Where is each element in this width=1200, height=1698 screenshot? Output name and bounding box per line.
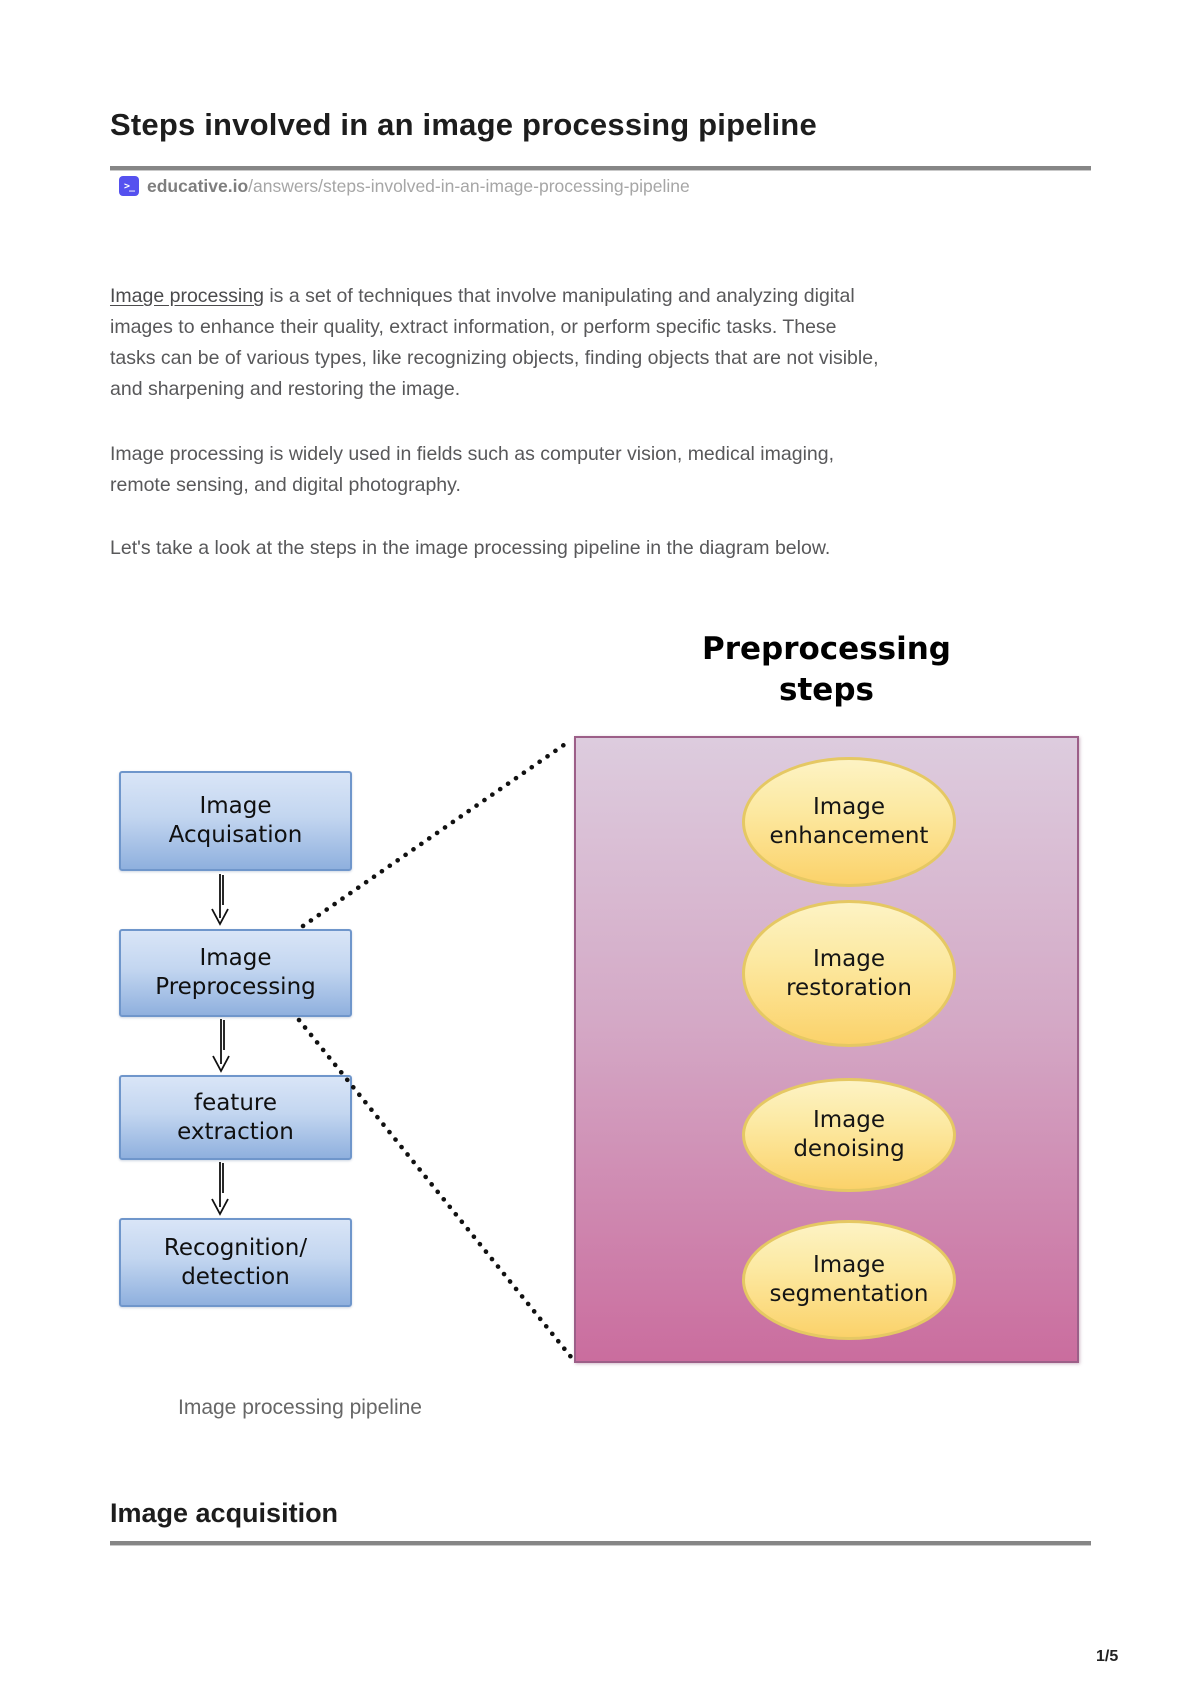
preprocessing-steps-title-line: steps	[779, 672, 874, 708]
paragraph-line: Image processing is a set of techniques …	[110, 281, 879, 312]
paragraph-line: remote sensing, and digital photography.	[110, 474, 461, 496]
step-label-line: Image	[812, 794, 886, 820]
step-ellipse-image-enhancement: Image enhancement	[742, 757, 956, 887]
step-ellipse-image-restoration: Image restoration	[742, 900, 956, 1047]
flow-box-label-line: Recognition/	[163, 1234, 308, 1261]
source-url[interactable]: educative.io/answers/steps-involved-in-a…	[147, 176, 690, 197]
step-ellipse-image-denoising: Image denoising	[742, 1078, 956, 1192]
flow-box-label-line: Acquisation	[168, 822, 303, 848]
step-label-line: enhancement	[769, 823, 929, 849]
preprocessing-steps-title-line: Preprocessing	[702, 631, 951, 667]
flow-box-image-acquisition: Image Acquisation	[119, 771, 352, 871]
page-number: 1/5	[1096, 1648, 1119, 1665]
flow-arrow	[211, 1162, 229, 1216]
flow-arrow	[212, 1019, 230, 1073]
paragraph-text: is a set of techniques that involve mani…	[263, 285, 855, 307]
step-label-line: Image	[812, 1107, 886, 1133]
flow-box-label-line: extraction	[177, 1118, 294, 1145]
source-path[interactable]: /answers/steps-involved-in-an-image-proc…	[248, 175, 690, 196]
section-divider	[110, 1541, 1091, 1546]
step-label-line: segmentation	[769, 1281, 929, 1307]
terminal-prompt-icon: >_	[119, 176, 139, 196]
intro-paragraph-2: Image processing is widely used in field…	[110, 439, 834, 501]
step-label-line: restoration	[786, 974, 912, 1001]
page-title: Steps involved in an image processing pi…	[110, 107, 817, 142]
source-url-row: >_ educative.io/answers/steps-involved-i…	[119, 175, 690, 197]
paragraph-line: images to enhance their quality, extract…	[110, 316, 837, 338]
preprocessing-steps-title: Preprocessing steps	[574, 629, 1079, 711]
step-label-line: Image	[812, 945, 886, 972]
figure-caption: Image processing pipeline	[178, 1396, 422, 1419]
step-label-line: Image	[812, 1252, 886, 1278]
flow-box-recognition-detection: Recognition/ detection	[119, 1218, 352, 1307]
flow-box-label-line: feature	[193, 1089, 278, 1116]
paragraph-line: tasks can be of various types, like reco…	[110, 347, 879, 369]
flow-box-label-line: Image	[199, 945, 272, 971]
flow-box-label-line: detection	[181, 1263, 290, 1290]
flow-box-feature-extraction: feature extraction	[119, 1075, 352, 1160]
flow-box-label-line: Preprocessing	[155, 974, 316, 1000]
title-divider	[110, 166, 1091, 171]
paragraph-line: and sharpening and restoring the image.	[110, 378, 461, 400]
intro-paragraph-1: Image processing is a set of techniques …	[110, 281, 879, 405]
image-processing-link[interactable]: Image processing	[110, 285, 264, 307]
source-domain[interactable]: educative.io	[147, 175, 249, 196]
flow-box-image-preprocessing: Image Preprocessing	[119, 929, 352, 1017]
section-heading: Image acquisition	[110, 1498, 339, 1528]
paragraph-line: Let's take a look at the steps in the im…	[110, 537, 831, 559]
intro-paragraph-3: Let's take a look at the steps in the im…	[110, 533, 830, 564]
paragraph-line: Image processing is widely used in field…	[110, 443, 835, 465]
flow-box-label-line: Image	[199, 793, 272, 819]
step-ellipse-image-segmentation: Image segmentation	[742, 1220, 956, 1340]
flow-arrow	[211, 874, 229, 926]
step-label-line: denoising	[793, 1136, 905, 1162]
